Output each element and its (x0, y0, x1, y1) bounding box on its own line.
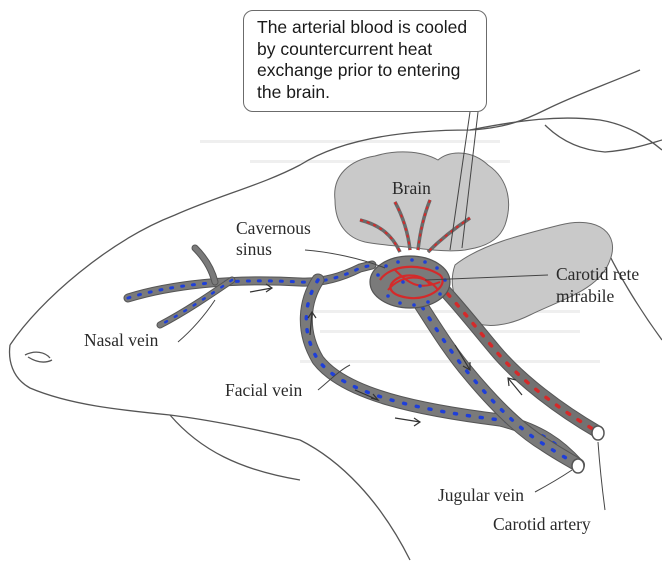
label-jugular-vein: Jugular vein (438, 485, 524, 506)
label-nasal-vein: Nasal vein (84, 330, 158, 351)
label-carotid-artery: Carotid artery (493, 514, 591, 535)
label-brain: Brain (392, 178, 431, 199)
leader-jugular (535, 470, 572, 492)
arrow-facial-lower (395, 418, 420, 426)
head-outline (10, 70, 662, 560)
callout-text: The arterial blood is cooled by counterc… (257, 17, 485, 103)
label-cavernous-line2: sinus (236, 239, 272, 260)
leader-carotid-artery (598, 442, 605, 510)
label-cavernous-line1: Cavernous (236, 218, 311, 239)
label-carotid-rete-line1: Carotid rete (556, 264, 639, 285)
label-carotid-rete-line2: mirabile (556, 286, 614, 307)
rete-mirabile (370, 256, 450, 308)
label-facial-vein: Facial vein (225, 380, 302, 401)
